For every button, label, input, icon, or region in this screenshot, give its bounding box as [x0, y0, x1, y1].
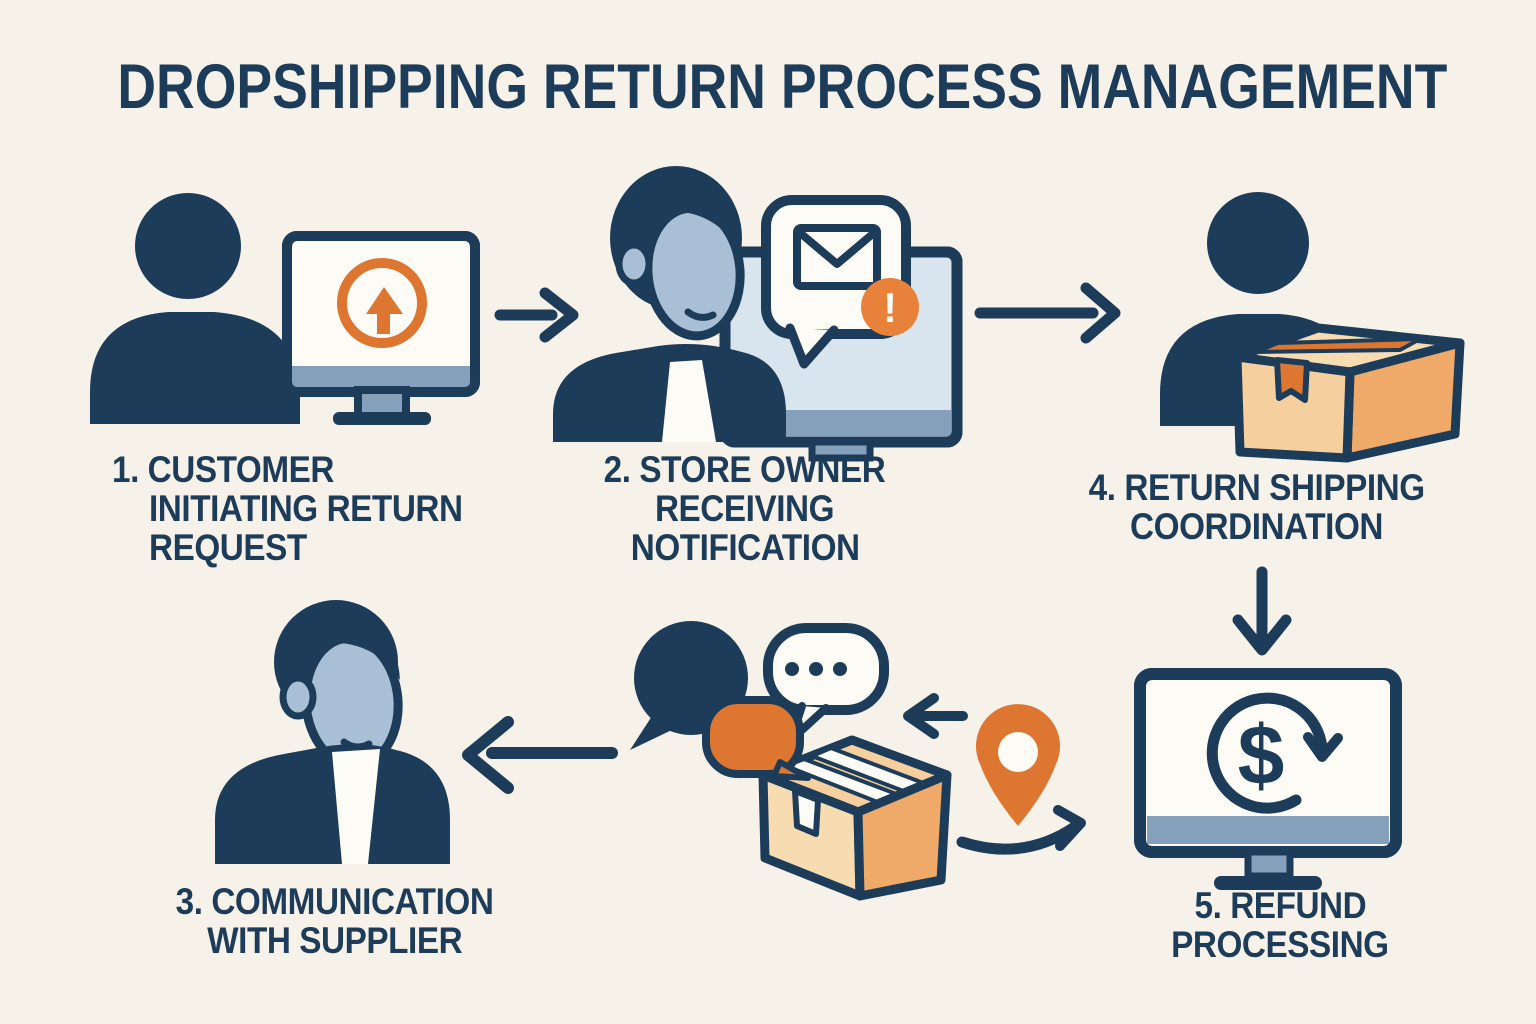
person-icon [1207, 192, 1309, 294]
location-pin-hole [998, 732, 1038, 772]
refund-dollar-icon [1206, 692, 1328, 814]
arrow-head [1080, 282, 1121, 344]
person-body [90, 312, 300, 424]
monitor-stand [808, 438, 874, 462]
step5-refund-icon-group: $ [1134, 668, 1402, 890]
refund-arrow-head [1303, 732, 1343, 762]
step5-label-line2: PROCESSING [1171, 924, 1389, 965]
arrow-shaft [956, 820, 1082, 855]
dot [785, 662, 799, 676]
upload-arrow-head [366, 287, 403, 314]
monitor-bottom-bar [292, 366, 470, 387]
envelope-flap [795, 228, 879, 268]
person-ear [279, 674, 317, 720]
message-bubble-tail [785, 323, 839, 369]
arrow-head [462, 716, 514, 794]
step4-label-line1: 4. RETURN SHIPPING [1088, 467, 1426, 508]
step1-label-line1: 1. CUSTOMER [112, 449, 335, 490]
step5-label-line1: 5. REFUND [1194, 885, 1366, 926]
step3-label-line2: WITH SUPPLIER [207, 920, 463, 961]
middle-communication-cluster [630, 621, 1086, 901]
step3-label: 3. COMMUNICATION WITH SUPPLIER [110, 882, 560, 960]
step4-return-shipping-icon-group [1160, 192, 1465, 463]
step4-label-line2: COORDINATION [1130, 506, 1384, 547]
person-shirt [662, 360, 716, 442]
person-icon [135, 193, 241, 299]
orange-chat-bubble [702, 696, 804, 778]
step1-label-line2: INITIATING RETURN [149, 488, 463, 529]
box-tape-strip [1254, 337, 1422, 354]
curved-route-arrow [956, 805, 1086, 855]
step5-label: 5. REFUND PROCESSING [1080, 886, 1480, 964]
dollar-icon: $ [1238, 708, 1285, 802]
box-tape-tab [1274, 357, 1310, 403]
upload-arrow-icon [337, 258, 427, 348]
step1-customer-icon-group [90, 193, 480, 425]
step2-label-line2: RECEIVING [655, 488, 835, 529]
exclamation-icon: ! [883, 284, 897, 331]
chat-bubble-tail [630, 716, 676, 750]
monitor-base [1214, 876, 1322, 890]
dot [809, 662, 823, 676]
step3-supplier-icon-group [215, 600, 450, 864]
monitor-bottom-bar [1147, 816, 1389, 844]
person-shirt [332, 749, 380, 864]
step1-label: 1. CUSTOMER INITIATING RETURN REQUEST [112, 450, 497, 567]
arrow-step2-to-step4 [974, 282, 1121, 344]
monitor-base [333, 412, 431, 425]
typing-dots-icon [785, 662, 847, 676]
step2-label-line3: NOTIFICATION [630, 527, 860, 568]
person-fringe [632, 195, 741, 252]
orange-chat-bubble-tail [771, 759, 811, 781]
upload-arrow-stem [377, 312, 390, 334]
arrow-pin-to-package [903, 693, 968, 739]
step2-label-line1: 2. STORE OWNER [604, 449, 886, 490]
person-icon [215, 744, 450, 864]
arrow-head [1053, 805, 1086, 851]
step4-label: 4. RETURN SHIPPING COORDINATION [1032, 468, 1482, 546]
dot [833, 662, 847, 676]
monitor-stand [1244, 848, 1294, 880]
box-tape-tab [792, 788, 821, 837]
person-smile [684, 308, 717, 321]
arrow-step4-to-step5 [1232, 566, 1292, 656]
arrow-head [1232, 614, 1292, 656]
arrow-head [539, 287, 579, 343]
step2-label: 2. STORE OWNER RECEIVING NOTIFICATION [545, 450, 945, 567]
person-ear [615, 241, 653, 287]
alert-badge-icon [861, 278, 919, 336]
arrow-step1-to-step2 [494, 287, 579, 343]
box-side-face [853, 770, 952, 901]
person-fringe [296, 624, 400, 680]
arrow-package-to-step3 [462, 716, 618, 794]
box-front-face [1232, 352, 1355, 463]
step1-label-line3: REQUEST [149, 527, 307, 568]
arrow-head [903, 693, 939, 739]
step3-label-line1: 3. COMMUNICATION [176, 881, 494, 922]
step2-store-owner-icon-group: ! [553, 166, 963, 462]
page-title: DROPSHIPPING RETURN PROCESS MANAGEMENT [117, 52, 1448, 122]
